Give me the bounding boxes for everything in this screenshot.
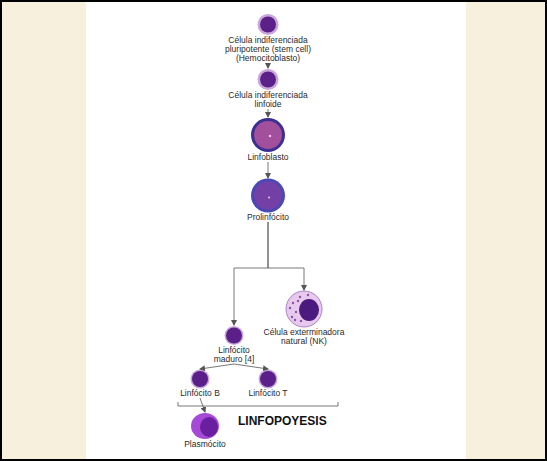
section-label: LINFOPOYESIS xyxy=(238,414,327,428)
cell-nucleus xyxy=(200,417,218,437)
nucleolus xyxy=(268,197,270,199)
cell-illustration xyxy=(248,13,288,36)
cell-nucleus xyxy=(260,72,276,88)
granule xyxy=(291,316,293,318)
cell-illustration xyxy=(248,369,288,389)
cell-node: Linfócito B xyxy=(170,369,230,398)
cell-nucleus xyxy=(254,121,282,149)
nucleolus xyxy=(269,135,271,137)
granule xyxy=(307,294,309,296)
granule xyxy=(299,296,301,298)
connector xyxy=(268,222,304,290)
cell-illustration xyxy=(248,178,288,213)
cell-nucleus xyxy=(192,371,208,387)
cell-illustration xyxy=(180,369,220,389)
cell-illustration xyxy=(248,68,288,91)
cell-node: Plasmócito xyxy=(175,412,235,449)
cell-nucleus xyxy=(260,17,276,33)
cell-label: Linfoblasto xyxy=(228,153,308,162)
granule xyxy=(289,307,291,309)
cell-node: Célula indiferenciada pluripotente (stem… xyxy=(218,13,318,63)
cell-body xyxy=(259,370,278,389)
cell-body xyxy=(286,291,322,327)
cell-label: Célula indiferenciada linfoide xyxy=(222,91,314,109)
connector xyxy=(200,398,205,412)
connector xyxy=(200,364,234,369)
cell-node: Prolinfócito xyxy=(228,178,308,222)
cell-body xyxy=(191,370,210,389)
cell-body xyxy=(225,326,244,345)
cell-illustration xyxy=(248,117,288,153)
connector xyxy=(234,364,268,369)
cell-label: Célula indiferenciada pluripotente (stem… xyxy=(218,36,318,63)
connector xyxy=(268,63,269,68)
cell-label: Linfócito maduro [4] xyxy=(206,346,262,364)
granule xyxy=(300,320,302,322)
side-panel xyxy=(2,2,86,459)
cell-body xyxy=(258,14,279,35)
cell-node: Célula exterminadora natural (NK) xyxy=(258,290,350,346)
cell-nucleus xyxy=(299,299,319,321)
cell-node: Célula indiferenciada linfoide xyxy=(222,68,314,109)
granule xyxy=(295,311,297,313)
cell-illustration xyxy=(214,325,254,346)
cell-body xyxy=(251,179,285,213)
cell-label: Linfócito T xyxy=(238,389,298,398)
cell-label: Linfócito B xyxy=(170,389,230,398)
cell-illustration xyxy=(185,412,225,440)
connector xyxy=(268,109,269,117)
cell-nucleus xyxy=(226,328,242,344)
granule xyxy=(297,300,299,302)
cell-label: Célula exterminadora natural (NK) xyxy=(258,328,350,346)
cell-label: Plasmócito xyxy=(175,440,235,449)
granule xyxy=(294,319,296,321)
cell-label: Prolinfócito xyxy=(228,213,308,222)
cell-node: Linfoblasto xyxy=(228,117,308,162)
side-panel xyxy=(466,2,545,459)
cell-node: Linfócito T xyxy=(238,369,298,398)
cell-nucleus xyxy=(254,182,282,210)
cell-body xyxy=(251,118,285,152)
cell-illustration xyxy=(284,290,324,328)
granule xyxy=(292,302,294,304)
connector xyxy=(268,162,269,178)
cell-node: Linfócito maduro [4] xyxy=(206,325,262,364)
connector xyxy=(234,222,268,325)
cell-body xyxy=(258,69,279,90)
cell-body xyxy=(191,413,219,439)
bracket-line xyxy=(178,402,338,406)
cell-nucleus xyxy=(260,371,276,387)
